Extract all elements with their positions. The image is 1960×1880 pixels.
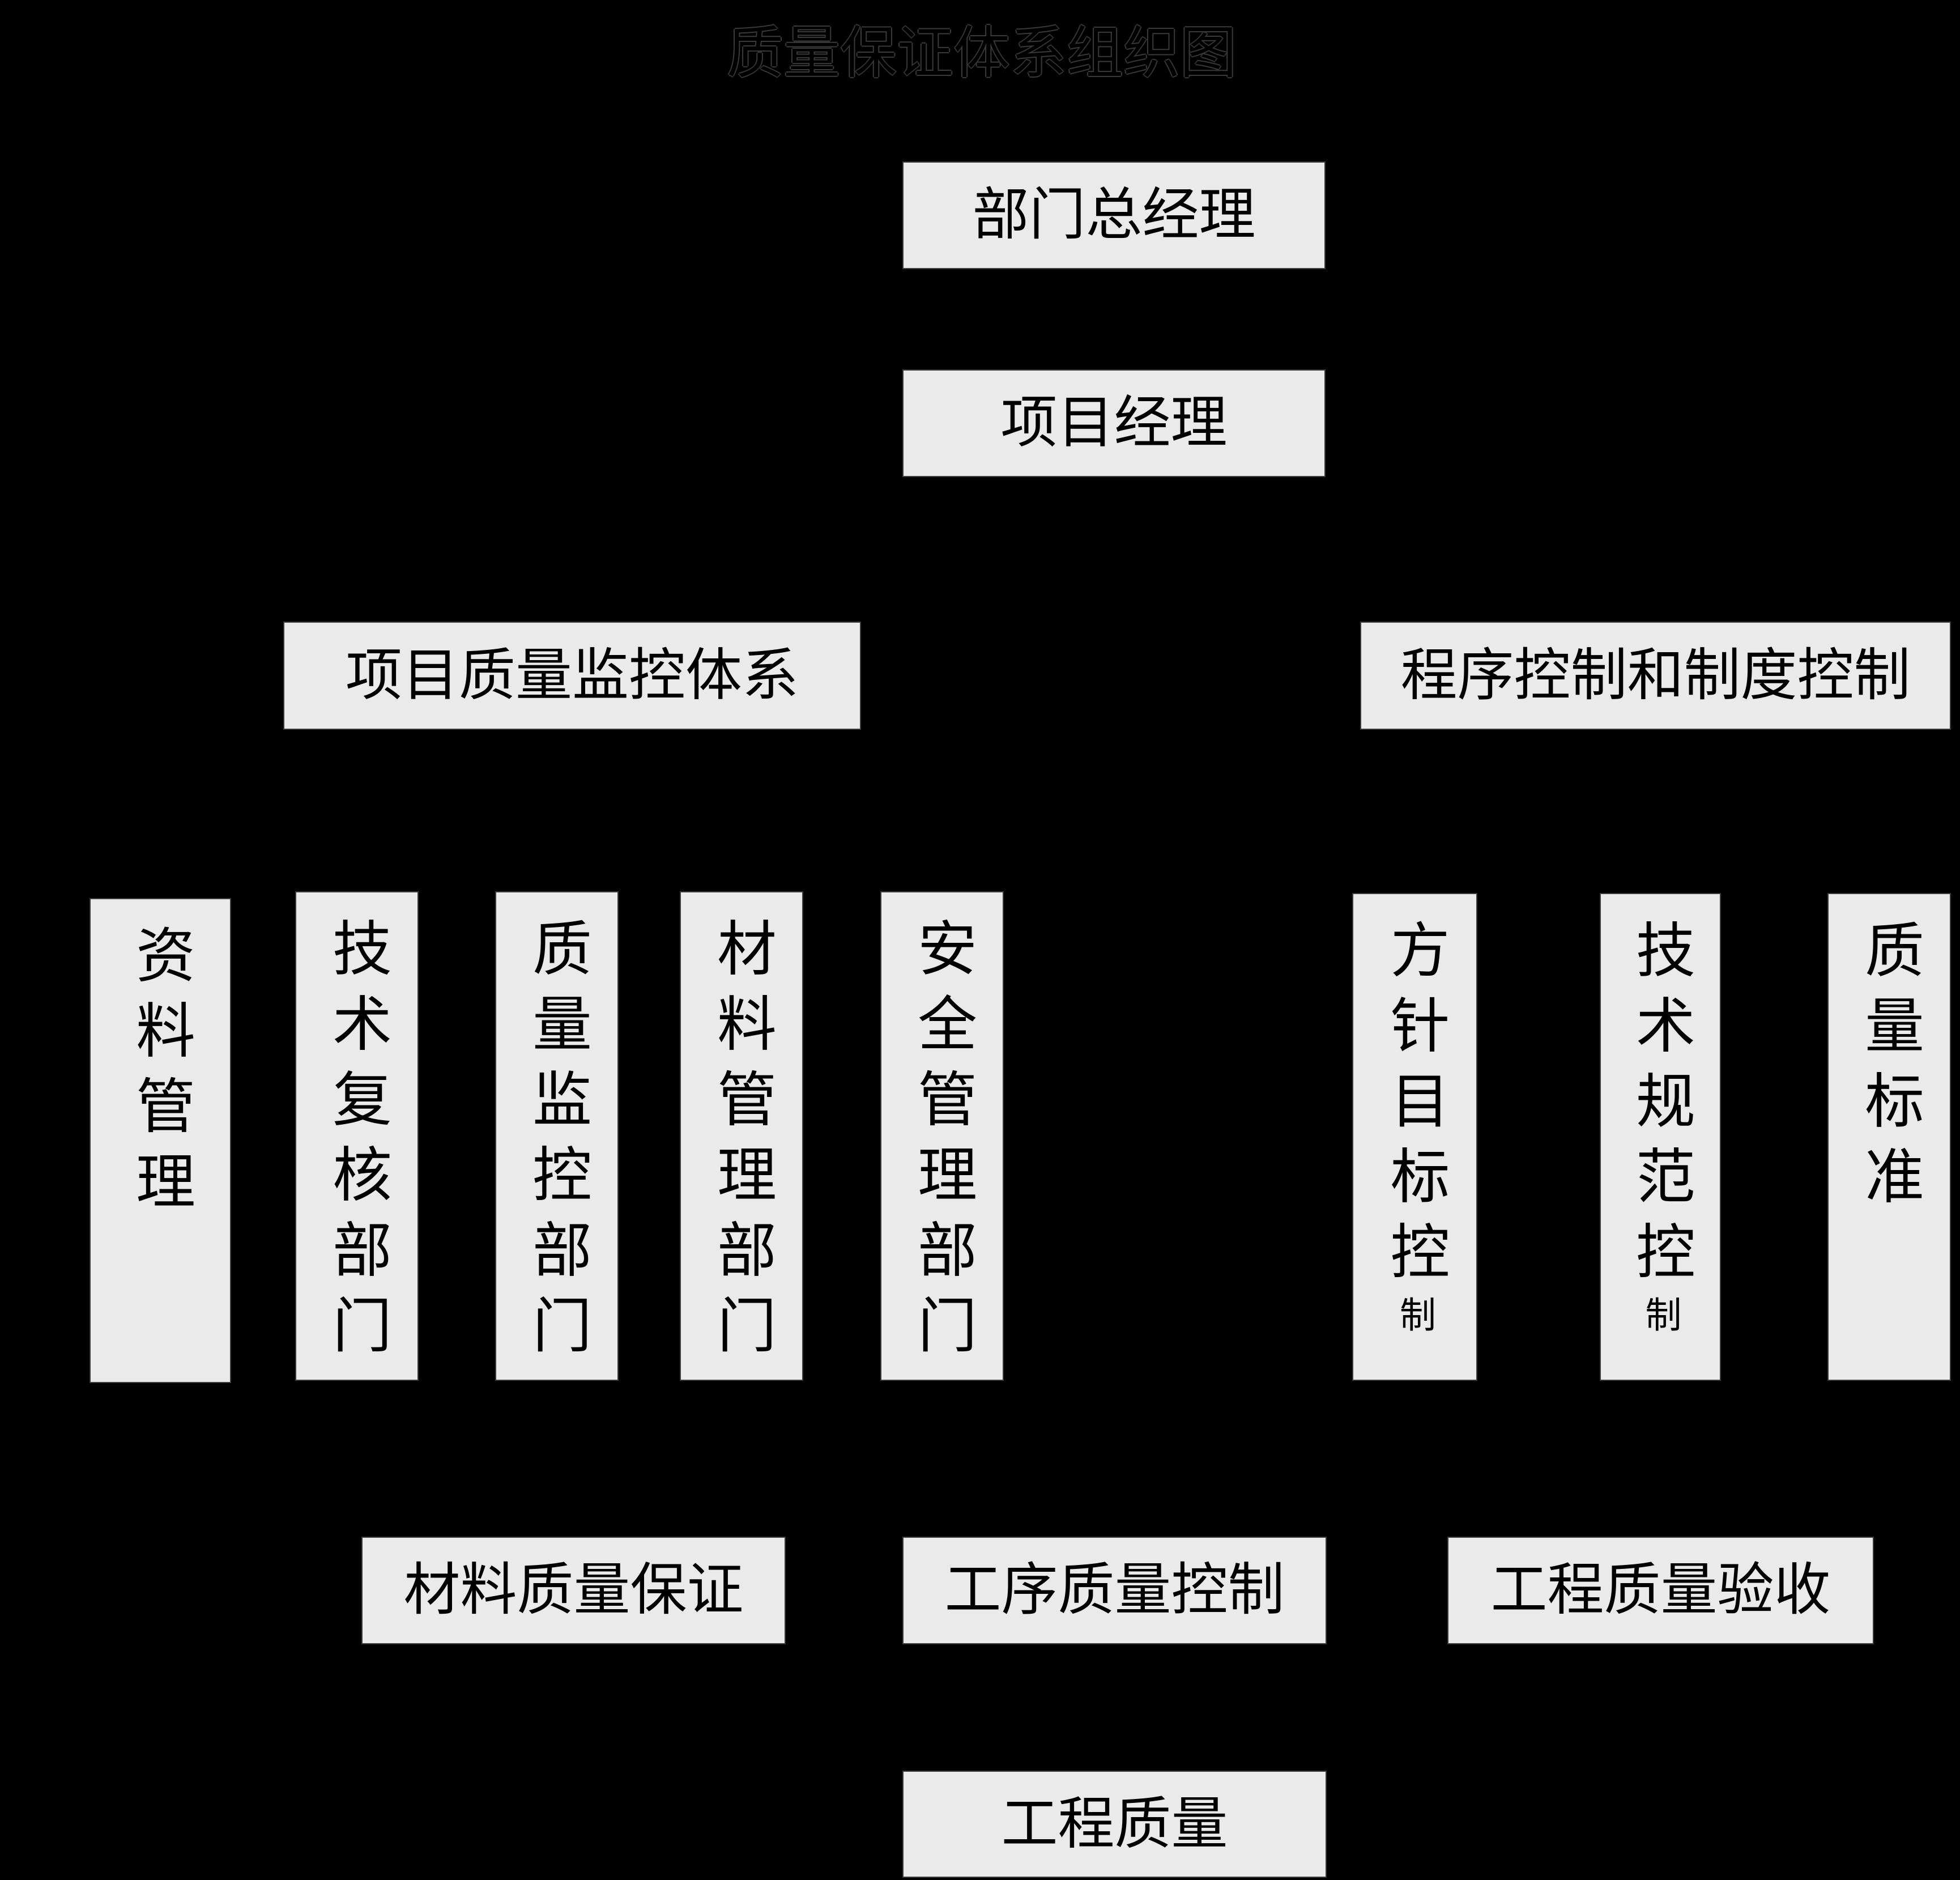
node-policy-target-control-label: 方针目标控	[1382, 919, 1448, 1296]
node-technical-review-department-label: 技术复核部门	[323, 917, 390, 1369]
node-data-management-label: 资料管理	[127, 924, 194, 1226]
node-material-management-department-label: 材料管理部门	[708, 917, 775, 1369]
node-quality-standard: 质量标准	[1827, 893, 1951, 1381]
node-project-quality-monitoring-system: 项目质量监控体系	[283, 622, 861, 730]
node-quality-monitoring-department: 质量监控部门	[495, 891, 619, 1381]
node-technical-specification-control-label: 技术规范控	[1627, 919, 1694, 1296]
node-policy-target-control: 方针目标控制	[1352, 893, 1477, 1381]
node-project-quality-monitoring-system-label: 项目质量监控体系	[346, 644, 799, 707]
node-project-manager-label: 项目经理	[1000, 392, 1228, 454]
node-quality-standard-label: 质量标准	[1856, 919, 1923, 1220]
node-technical-specification-control-label-tail: 制	[1640, 1296, 1681, 1348]
node-department-general-manager-label: 部门总经理	[972, 184, 1256, 246]
node-project-manager: 项目经理	[902, 369, 1326, 477]
node-safety-management-department-label: 安全管理部门	[909, 917, 975, 1369]
node-engineering-quality: 工程质量	[902, 1771, 1327, 1878]
node-policy-target-control-label-tail: 制	[1395, 1296, 1435, 1348]
node-procedure-and-institution-control-label: 程序控制和制度控制	[1400, 644, 1911, 707]
node-data-management: 资料管理	[90, 898, 231, 1383]
node-engineering-quality-acceptance: 工程质量验收	[1447, 1537, 1874, 1644]
node-material-quality-assurance: 材料质量保证	[361, 1537, 786, 1644]
node-material-management-department: 材料管理部门	[680, 891, 803, 1381]
node-safety-management-department: 安全管理部门	[880, 891, 1004, 1381]
node-engineering-quality-acceptance-label: 工程质量验收	[1490, 1559, 1831, 1622]
node-material-quality-assurance-label: 材料质量保证	[403, 1559, 744, 1622]
node-process-quality-control: 工序质量控制	[902, 1537, 1327, 1644]
node-technical-specification-control: 技术规范控制	[1600, 893, 1721, 1381]
node-quality-monitoring-department-label: 质量监控部门	[523, 917, 590, 1369]
node-engineering-quality-label: 工程质量	[1001, 1792, 1228, 1856]
node-technical-review-department: 技术复核部门	[295, 891, 419, 1381]
node-department-general-manager: 部门总经理	[902, 161, 1326, 269]
node-process-quality-control-label: 工序质量控制	[944, 1559, 1285, 1622]
org-chart-title: 质量保证体系组织图	[727, 22, 1237, 85]
node-procedure-and-institution-control: 程序控制和制度控制	[1360, 622, 1951, 730]
